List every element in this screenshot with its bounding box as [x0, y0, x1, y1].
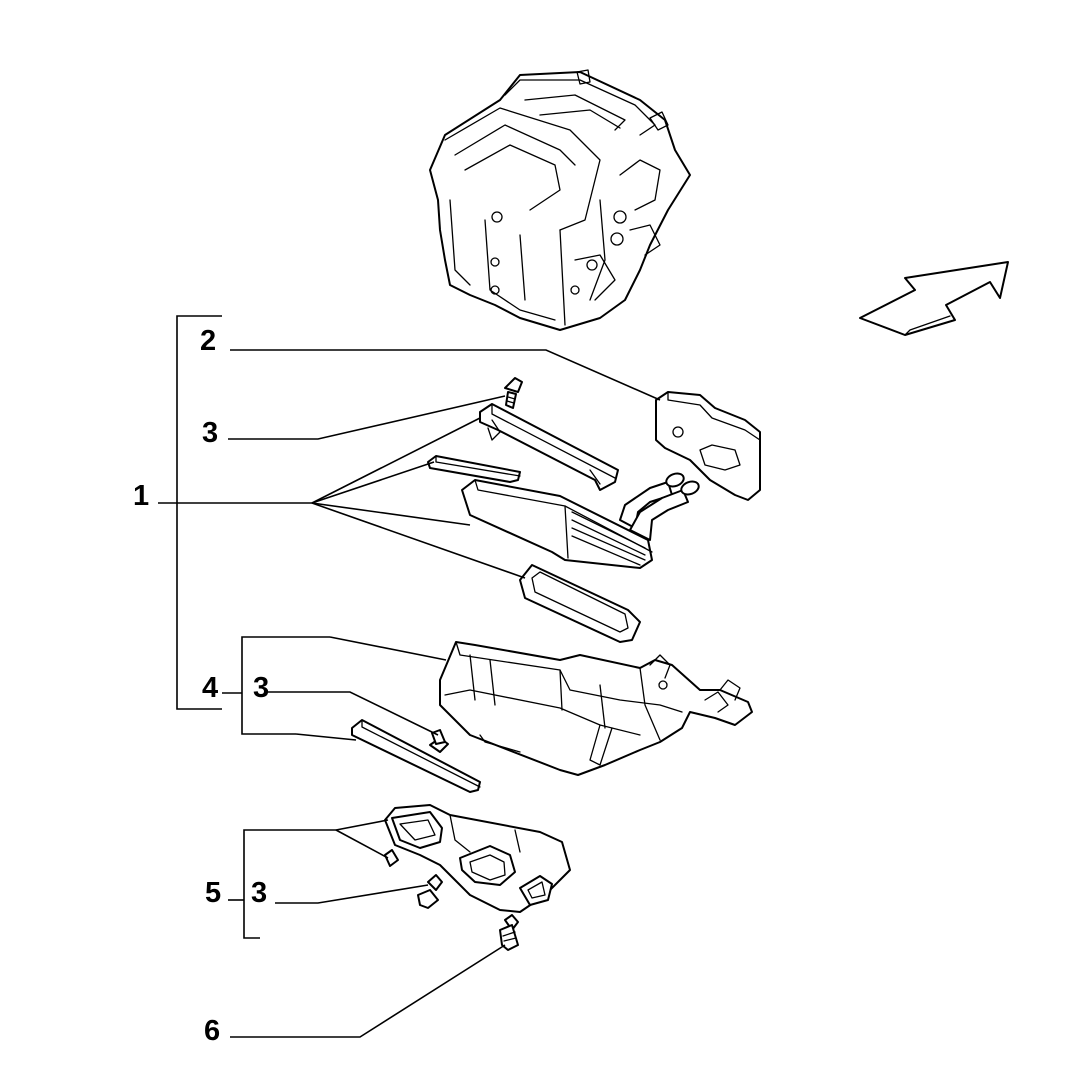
- leader-2: [230, 349, 661, 401]
- leaders-1: [158, 417, 526, 579]
- group-bracket-5: [243, 829, 336, 939]
- leader-4-a: [329, 636, 447, 661]
- part-5-air-duct: [384, 804, 571, 913]
- part-heater-core: [461, 472, 700, 569]
- leader-5-b: [335, 829, 389, 859]
- callout-4: 4: [202, 672, 218, 704]
- part-6-sensor: [499, 914, 519, 951]
- direction-arrow-icon: [859, 261, 1009, 336]
- leader-3-middle: [268, 691, 439, 736]
- part-gasket-frame: [519, 564, 641, 643]
- callout-3-lower: 3: [251, 877, 267, 909]
- part-3-screw-upper: [504, 377, 523, 409]
- callout-3-middle: 3: [253, 672, 269, 704]
- part-lower-strip: [351, 719, 481, 793]
- leader-5-a: [335, 819, 389, 831]
- leader-3-upper: [228, 395, 506, 440]
- part-3-screw-lower: [417, 874, 443, 909]
- heater-housing-icon: [429, 69, 691, 331]
- group-bracket-4: [241, 636, 330, 735]
- leader-4-b: [295, 733, 357, 741]
- callout-6: 6: [204, 1015, 220, 1047]
- leader-3-lower: [275, 884, 429, 904]
- leader-6: [230, 944, 506, 1038]
- part-4-lower-housing: [439, 641, 753, 776]
- group-bracket-1: [176, 315, 222, 710]
- callout-2: 2: [200, 325, 216, 357]
- callout-1: 1: [133, 480, 149, 512]
- part-bracket-strip: [479, 403, 619, 491]
- part-2-seal: [655, 391, 761, 501]
- callout-3-upper: 3: [202, 417, 218, 449]
- callout-5: 5: [205, 877, 221, 909]
- part-foam-strip: [427, 455, 521, 483]
